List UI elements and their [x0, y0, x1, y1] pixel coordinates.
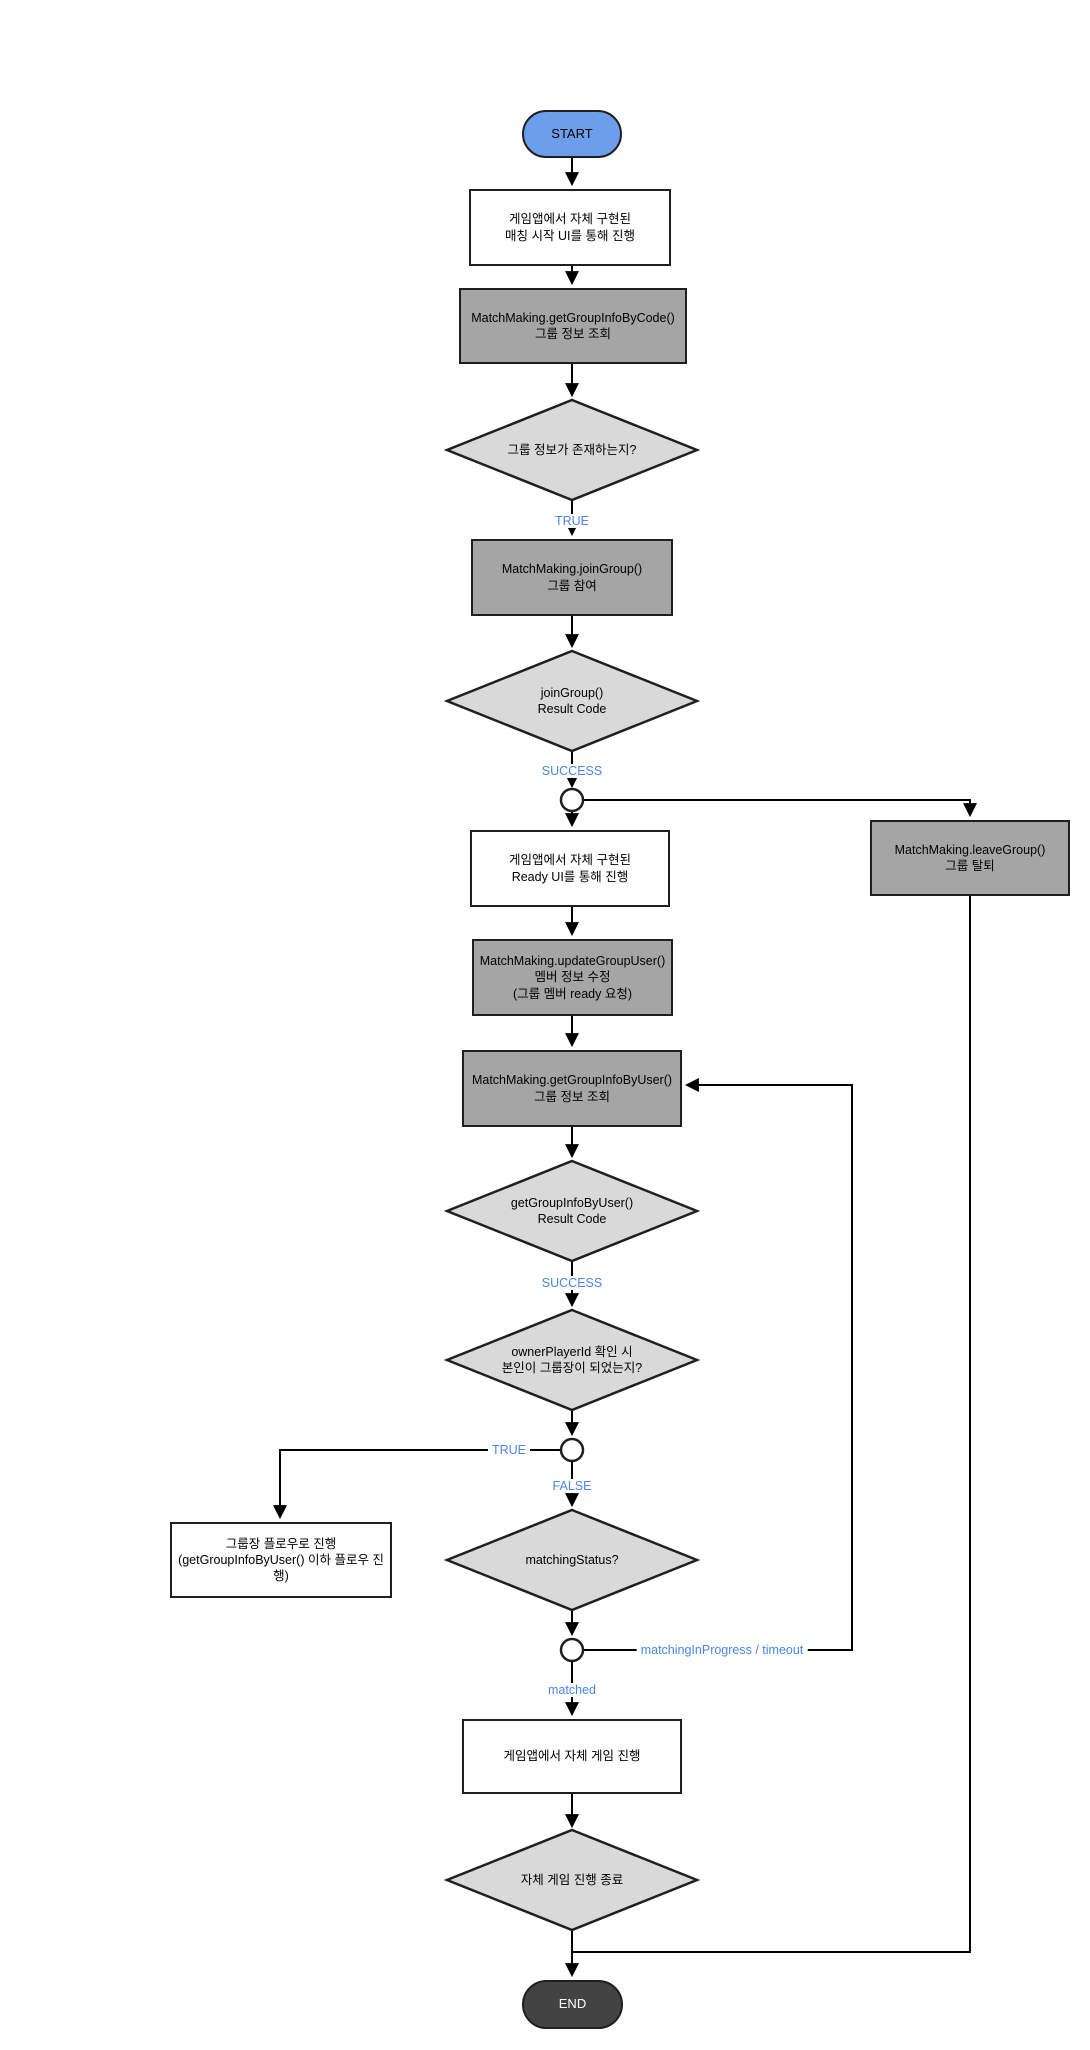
- process-leave-group: MatchMaking.leaveGroup() 그룹 탈퇴: [870, 820, 1070, 896]
- start-node: START: [522, 110, 622, 158]
- decision-getinfo-result-label: getGroupInfoByUser() Result Code: [510, 1195, 634, 1226]
- end-node: END: [522, 1980, 623, 2029]
- edge-label-false-owner: FALSE: [548, 1479, 596, 1493]
- edge-label-matched: matched: [544, 1683, 600, 1697]
- decision-join-result-label: joinGroup() Result Code: [537, 685, 607, 716]
- edge-junction2-to-ownerflow: [273, 1449, 561, 1520]
- edge-leavegroup-to-end-merge: [572, 896, 971, 1953]
- decision-owner-check-label: ownerPlayerId 확인 시 본인이 그룹장이 되었는지?: [501, 1344, 643, 1375]
- decision-shapes: [443, 398, 701, 1932]
- edge-label-true-group-exists: TRUE: [550, 514, 594, 528]
- junction-owner-branch: [559, 1437, 585, 1463]
- process-update-group-user: MatchMaking.updateGroupUser() 멤버 정보 수정 (…: [472, 939, 673, 1016]
- decision-getinfo-result-shape: [443, 1159, 701, 1263]
- process-get-group-info-by-code: MatchMaking.getGroupInfoByCode() 그룹 정보 조…: [459, 288, 687, 364]
- decision-owner-check-shape: [443, 1308, 701, 1412]
- junction-matching-branch: [559, 1637, 585, 1663]
- decision-group-exists-shape: [443, 398, 701, 502]
- edge-junction1-to-leavegroup: [582, 799, 977, 818]
- junction-after-join: [559, 787, 585, 813]
- process-ui-ready: 게임앱에서 자체 구현된 Ready UI를 통해 진행: [470, 830, 670, 907]
- decision-join-result-shape: [443, 649, 701, 753]
- process-get-group-info-by-user: MatchMaking.getGroupInfoByUser() 그룹 정보 조…: [462, 1050, 682, 1127]
- decision-matching-status-label: matchingStatus?: [525, 1552, 619, 1567]
- decision-group-exists-label: 그룹 정보가 존재하는지?: [507, 442, 637, 457]
- process-game-play: 게임앱에서 자체 게임 진행: [462, 1719, 682, 1794]
- edge-label-success-get-info: SUCCESS: [537, 1276, 607, 1290]
- edge-label-true-owner: TRUE: [487, 1443, 531, 1457]
- decision-game-end-shape: [443, 1828, 701, 1932]
- process-ui-match-start: 게임앱에서 자체 구현된 매칭 시작 UI를 통해 진행: [469, 189, 671, 266]
- junctions: [559, 787, 585, 1663]
- decision-matching-status-shape: [443, 1508, 701, 1612]
- process-join-group: MatchMaking.joinGroup() 그룹 참여: [471, 539, 673, 616]
- decision-game-end-label: 자체 게임 진행 종료: [520, 1872, 624, 1887]
- edge-label-matching-in-progress: matchingInProgress / timeout: [636, 1643, 808, 1657]
- process-owner-flow: 그룹장 플로우로 진행 (getGroupInfoByUser() 이하 플로우…: [170, 1522, 392, 1598]
- edge-label-success-join: SUCCESS: [537, 764, 607, 778]
